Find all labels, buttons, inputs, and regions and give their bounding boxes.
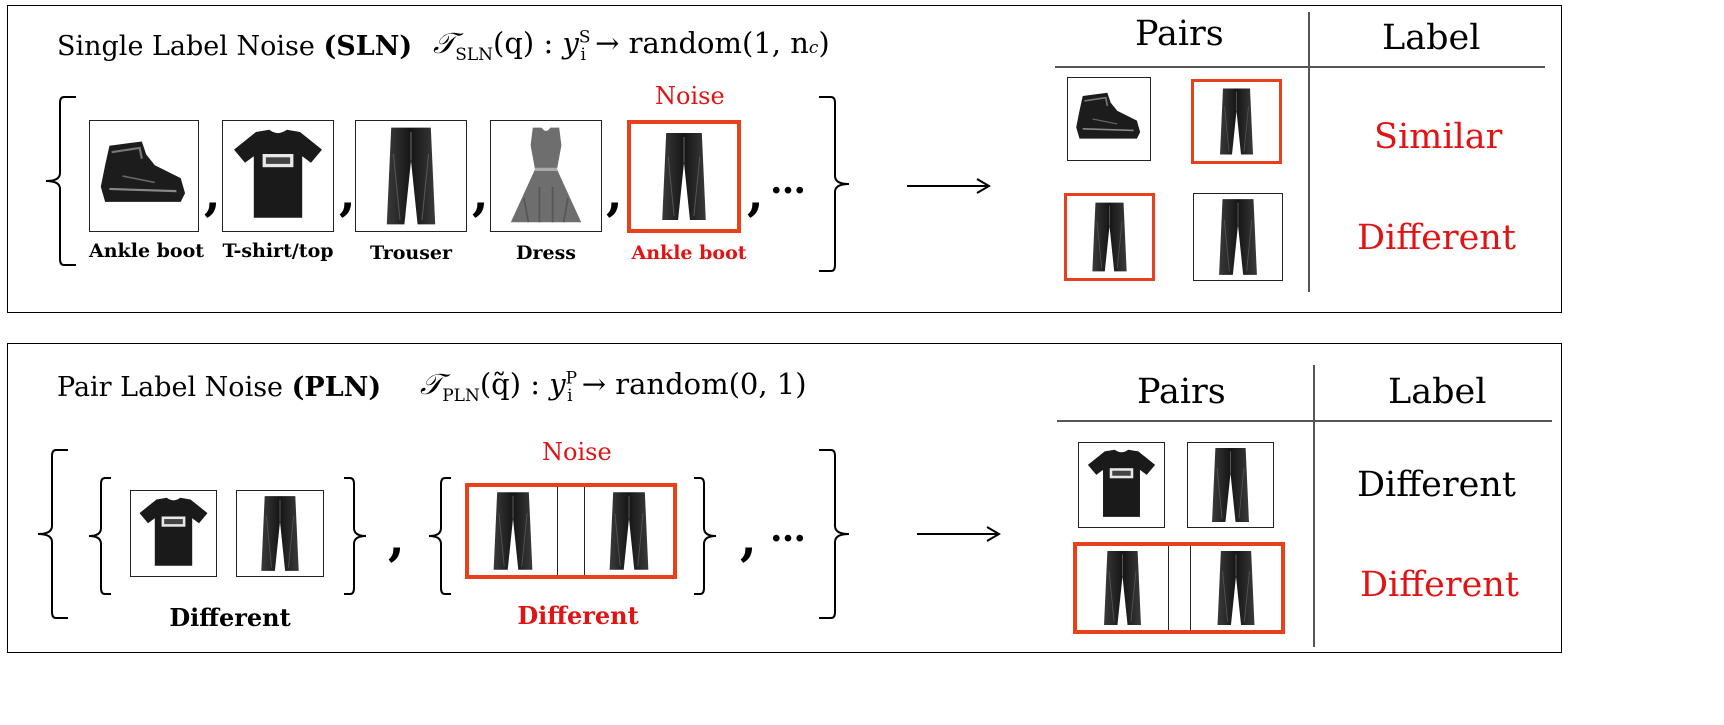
trouser-image <box>236 490 324 577</box>
pln-arrow <box>917 526 1001 542</box>
pln-title: Pair Label Noise (PLN) <box>57 372 382 403</box>
ankle-boot-image <box>1067 77 1151 161</box>
pln-caption-pair2: Different <box>517 601 639 630</box>
trouser-image <box>1193 193 1283 281</box>
pln-label-different-1: Different <box>1357 465 1516 505</box>
caption-ankle-boot: Ankle boot <box>89 240 205 262</box>
pln-label-header: Label <box>1388 372 1487 412</box>
tshirt-image <box>222 120 334 232</box>
ellipsis: … <box>770 160 812 202</box>
pln-formula: 𝒯PLN(q̃) : yPi → random(0, 1) <box>420 367 807 406</box>
trouser-image <box>1077 546 1169 630</box>
caption-dress: Dress <box>516 242 576 264</box>
dress-image <box>490 120 602 232</box>
trouser-image <box>469 487 558 575</box>
comma: , <box>740 511 757 567</box>
trouser-image <box>1187 442 1274 528</box>
pln-table-divider <box>1313 365 1315 647</box>
pln-outer-right-brace <box>819 449 850 619</box>
tshirt-image <box>1078 442 1165 528</box>
pln-outer-left-brace <box>37 449 68 619</box>
sln-noise-box <box>627 120 741 233</box>
sln-left-brace <box>45 96 76 266</box>
sln-arrow <box>907 178 991 194</box>
trouser-image <box>1190 546 1281 630</box>
comma: , <box>747 166 764 222</box>
pln-pair2-left-brace <box>428 477 451 595</box>
trouser-image <box>634 127 734 226</box>
pln-table-noise-box <box>1073 542 1285 634</box>
pln-caption-pair1: Different <box>169 603 291 632</box>
ellipsis: … <box>770 508 812 550</box>
sln-table-header-rule <box>1055 66 1545 68</box>
caption-noisy-ankle-boot: Ankle boot <box>631 242 747 264</box>
sln-title: Single Label Noise (SLN) <box>57 31 413 62</box>
sln-right-brace <box>819 96 850 272</box>
comma: , <box>472 166 489 222</box>
pln-pair1-left-brace <box>88 477 111 595</box>
pln-label-different-2: Different <box>1360 565 1519 605</box>
comma: , <box>606 166 623 222</box>
comma: , <box>388 511 405 567</box>
trouser-image <box>1196 84 1277 159</box>
pln-noise-label: Noise <box>542 438 612 466</box>
sln-pair1-noise-box <box>1191 79 1282 164</box>
pln-pairs-header: Pairs <box>1137 372 1226 412</box>
comma: , <box>339 166 356 222</box>
sln-label-different: Different <box>1357 218 1516 258</box>
pln-table-header-rule <box>1057 420 1552 422</box>
pln-pair2-noise-box <box>465 483 677 579</box>
caption-trouser: Trouser <box>369 242 453 264</box>
sln-noise-label: Noise <box>655 82 725 110</box>
sln-table-divider <box>1308 12 1310 292</box>
trouser-image <box>1069 198 1150 276</box>
pln-pair1-right-brace <box>344 477 367 595</box>
sln-pairs-header: Pairs <box>1135 14 1224 54</box>
sln-pair2-noise-box <box>1064 193 1155 281</box>
sln-label-similar: Similar <box>1374 117 1503 157</box>
sln-label-header: Label <box>1382 18 1481 58</box>
caption-tshirt: T-shirt/top <box>222 240 334 262</box>
trouser-image <box>355 120 467 232</box>
ankle-boot-image <box>89 120 199 232</box>
tshirt-image <box>130 490 217 577</box>
comma: , <box>204 166 221 222</box>
sln-formula: 𝒯SLN(q) : ySi → random(1, nc) <box>433 26 830 65</box>
trouser-image <box>584 487 673 575</box>
pln-pair2-right-brace <box>694 477 717 595</box>
